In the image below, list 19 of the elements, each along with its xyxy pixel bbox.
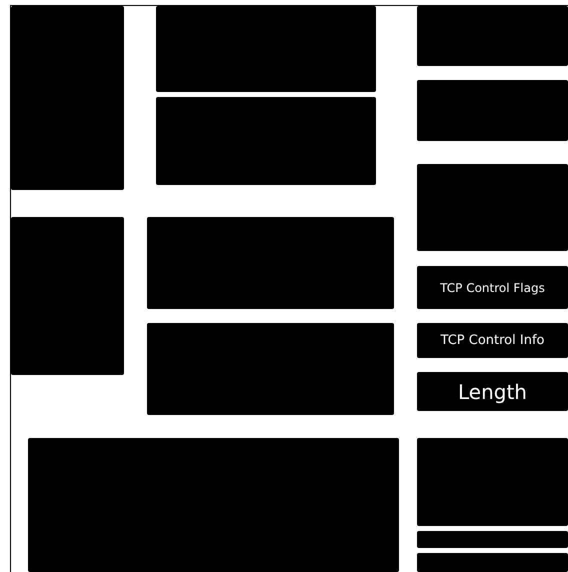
block (417, 164, 568, 251)
block (417, 80, 568, 141)
block (417, 553, 568, 572)
field-label: TCP Control Info (440, 333, 544, 348)
field-label: Length (458, 380, 527, 404)
block (156, 6, 376, 92)
block (417, 438, 568, 526)
block (11, 217, 124, 375)
field-box (417, 323, 568, 358)
block (417, 531, 568, 548)
block (417, 6, 568, 66)
block (28, 438, 399, 572)
block (147, 323, 394, 415)
field-label: TCP Control Flags (440, 280, 545, 294)
field-box (417, 266, 568, 309)
block (147, 217, 394, 309)
block (156, 97, 376, 185)
block (11, 6, 124, 190)
field-box (417, 372, 568, 411)
